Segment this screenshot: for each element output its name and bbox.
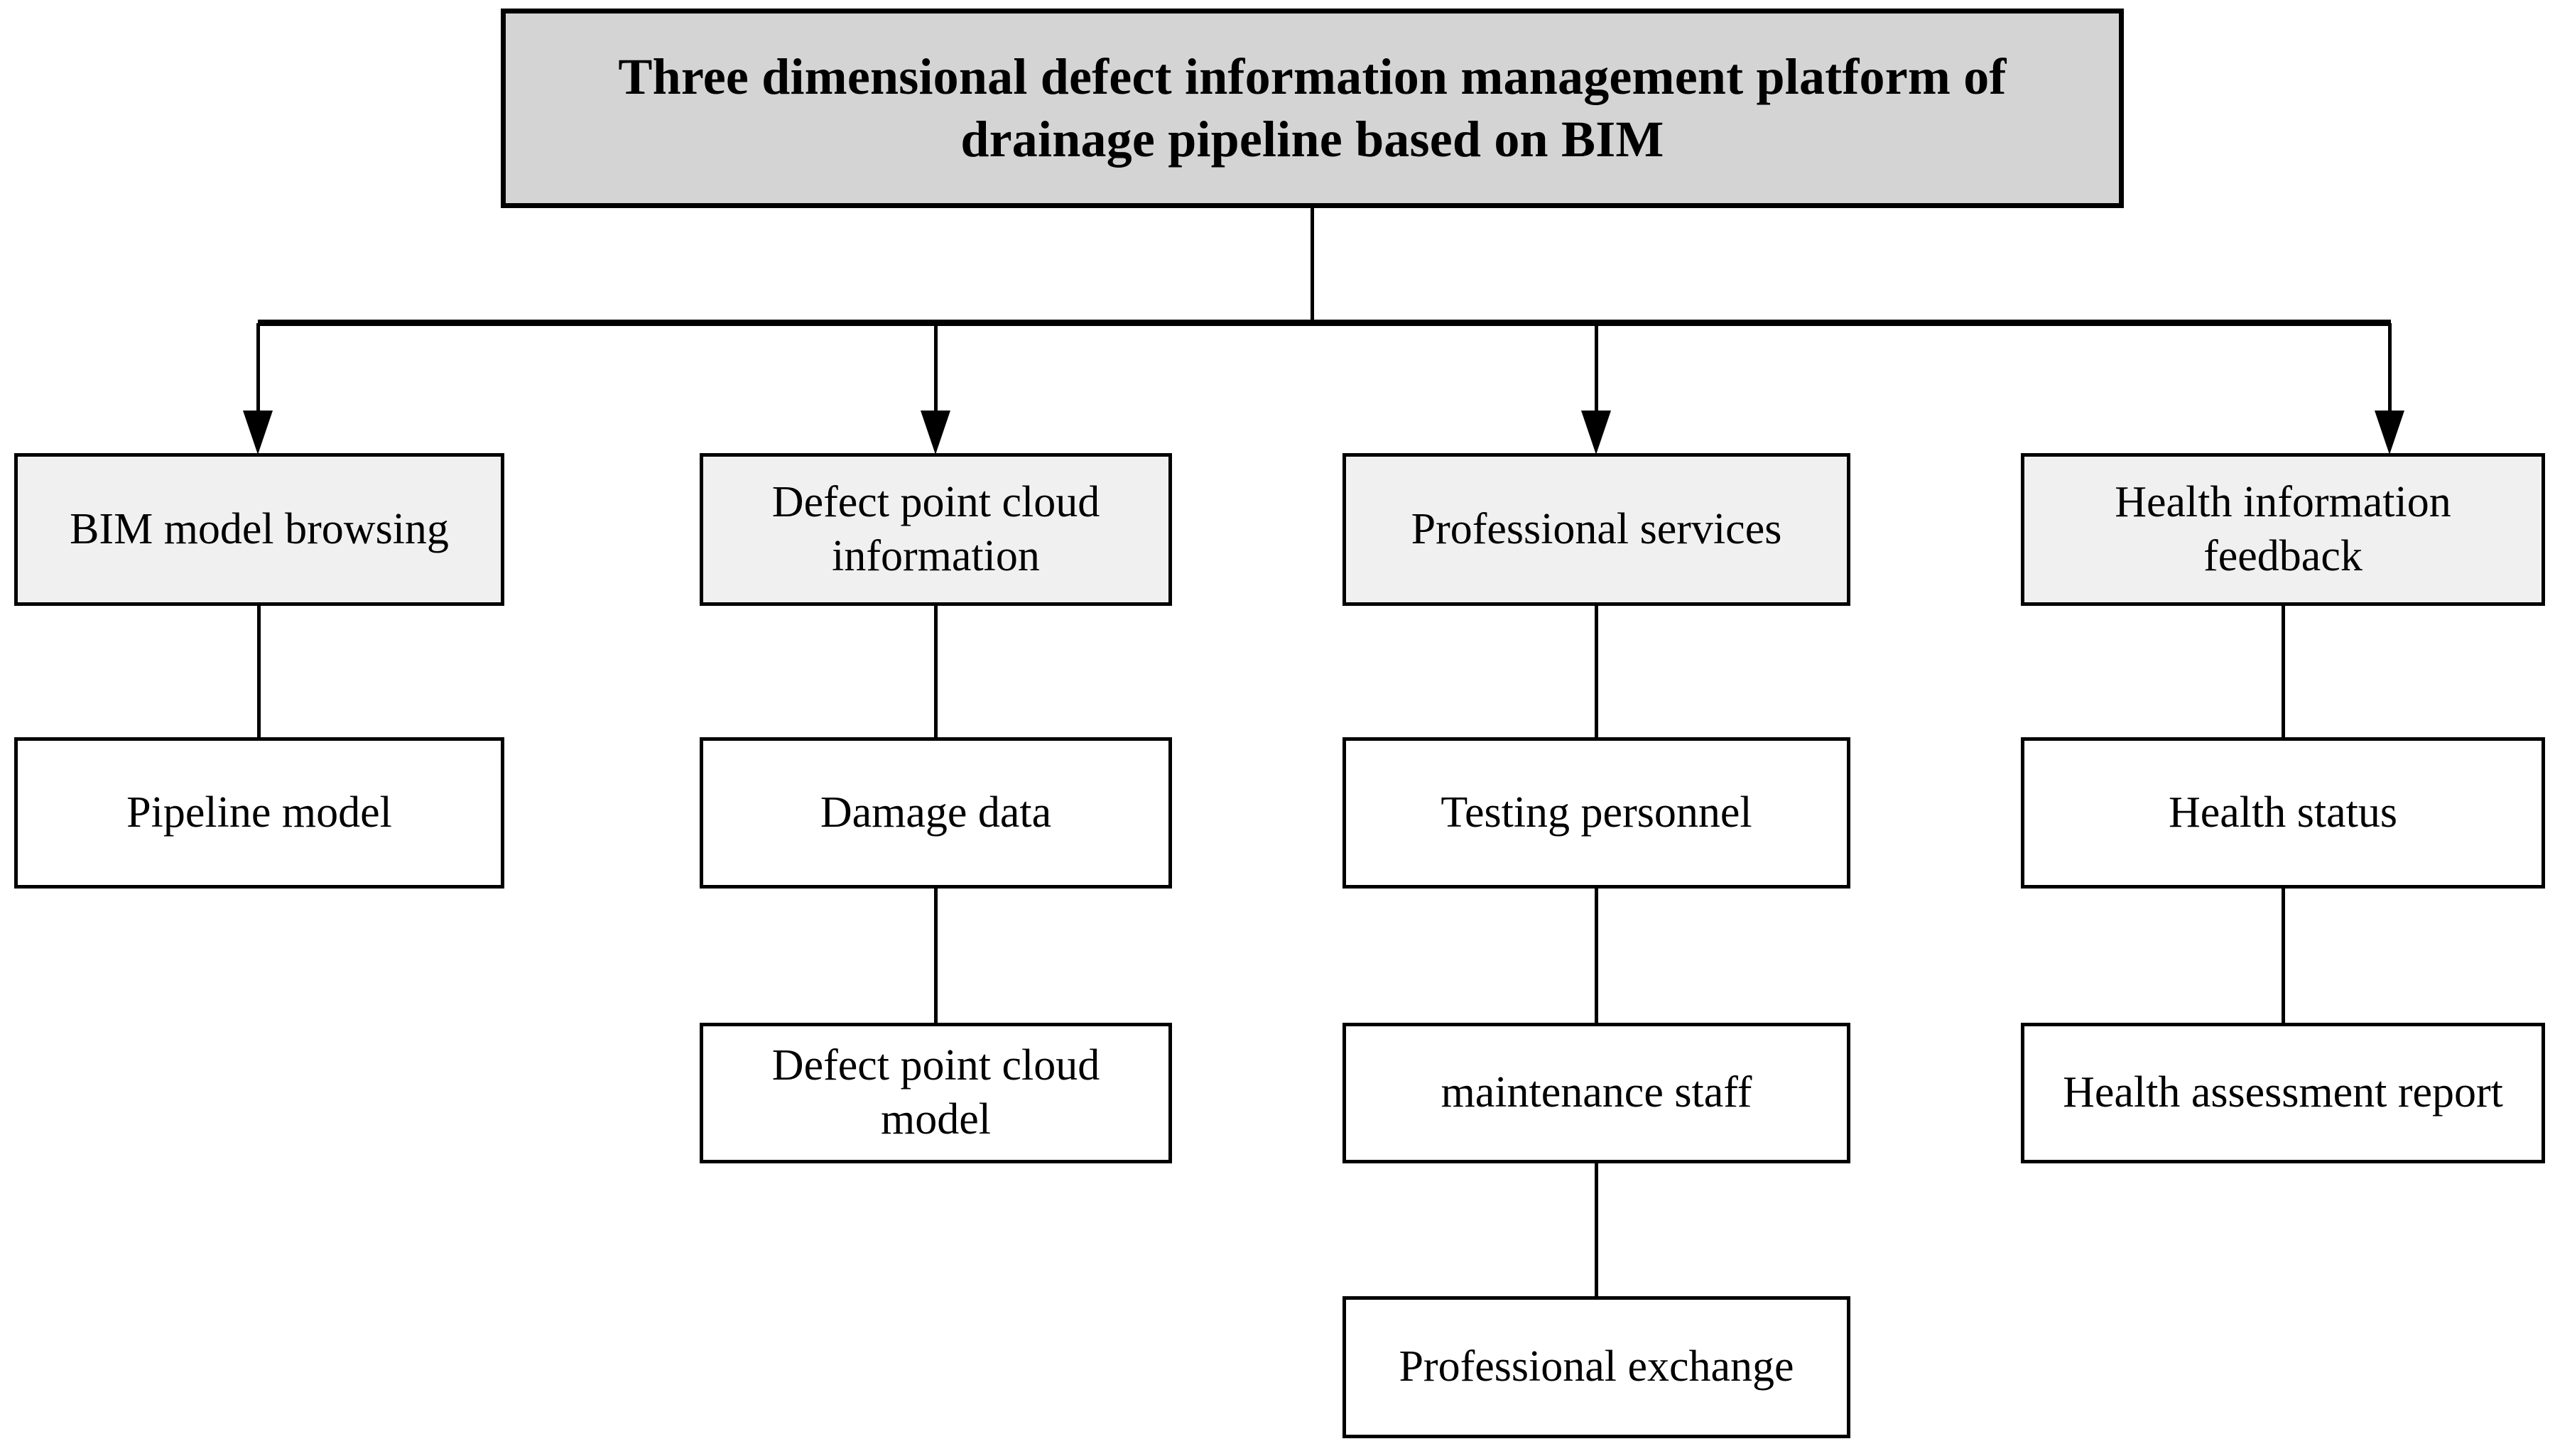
branch-node-label: Health information feedback: [2115, 477, 2451, 580]
connector-col2-level1-to-level2: [934, 606, 938, 738]
leaf-node-label: Pipeline model: [126, 788, 392, 837]
arrowhead-branch-1-icon: [243, 411, 273, 455]
branch-node-label: BIM model browsing: [70, 504, 449, 553]
connector-drop-branch-1: [256, 323, 260, 414]
branch-node-professional-services: Professional services: [1342, 453, 1850, 606]
leaf-node-damage-data: Damage data: [700, 737, 1172, 889]
connector-col3-level2-to-level3: [1595, 889, 1598, 1023]
arrowhead-branch-2-icon: [921, 411, 950, 455]
leaf-node-label: Defect point cloud model: [771, 1041, 1100, 1143]
leaf-node-defect-point-cloud-model: Defect point cloud model: [700, 1023, 1172, 1163]
connector-drop-branch-4: [2388, 323, 2392, 414]
connector-col3-level3-to-level4: [1595, 1163, 1598, 1297]
leaf-node-label: maintenance staff: [1441, 1068, 1752, 1117]
leaf-node-label: Health assessment report: [2063, 1068, 2503, 1117]
leaf-node-health-status: Health status: [2021, 737, 2545, 889]
leaf-node-label: Health status: [2169, 788, 2397, 837]
leaf-node-pipeline-model: Pipeline model: [14, 737, 504, 889]
root-node-label: Three dimensional defect information man…: [618, 48, 2007, 168]
arrowhead-branch-3-icon: [1581, 411, 1611, 455]
leaf-node-professional-exchange: Professional exchange: [1342, 1296, 1850, 1438]
connector-drop-branch-2: [934, 323, 938, 414]
connector-root-trunk: [1311, 208, 1314, 323]
connector-distribution-bus: [258, 320, 2391, 326]
arrowhead-branch-4-icon: [2375, 411, 2404, 455]
connector-col4-level2-to-level3: [2282, 889, 2285, 1023]
leaf-node-maintenance-staff: maintenance staff: [1342, 1023, 1850, 1163]
connector-col4-level1-to-level2: [2282, 606, 2285, 738]
root-node-platform-title: Three dimensional defect information man…: [501, 9, 2124, 208]
leaf-node-label: Testing personnel: [1441, 788, 1752, 837]
connector-col1-level1-to-level2: [257, 606, 261, 738]
leaf-node-label: Professional exchange: [1399, 1342, 1794, 1391]
leaf-node-testing-personnel: Testing personnel: [1342, 737, 1850, 889]
connector-col3-level1-to-level2: [1595, 606, 1598, 738]
connector-col2-level2-to-level3: [934, 889, 938, 1023]
leaf-node-health-assessment-report: Health assessment report: [2021, 1023, 2545, 1163]
connector-drop-branch-3: [1595, 323, 1598, 414]
leaf-node-label: Damage data: [820, 788, 1052, 837]
branch-node-label: Defect point cloud information: [771, 477, 1100, 580]
branch-node-health-information-feedback: Health information feedback: [2021, 453, 2545, 606]
branch-node-label: Professional services: [1411, 504, 1782, 553]
branch-node-bim-model-browsing: BIM model browsing: [14, 453, 504, 606]
branch-node-defect-point-cloud-information: Defect point cloud information: [700, 453, 1172, 606]
